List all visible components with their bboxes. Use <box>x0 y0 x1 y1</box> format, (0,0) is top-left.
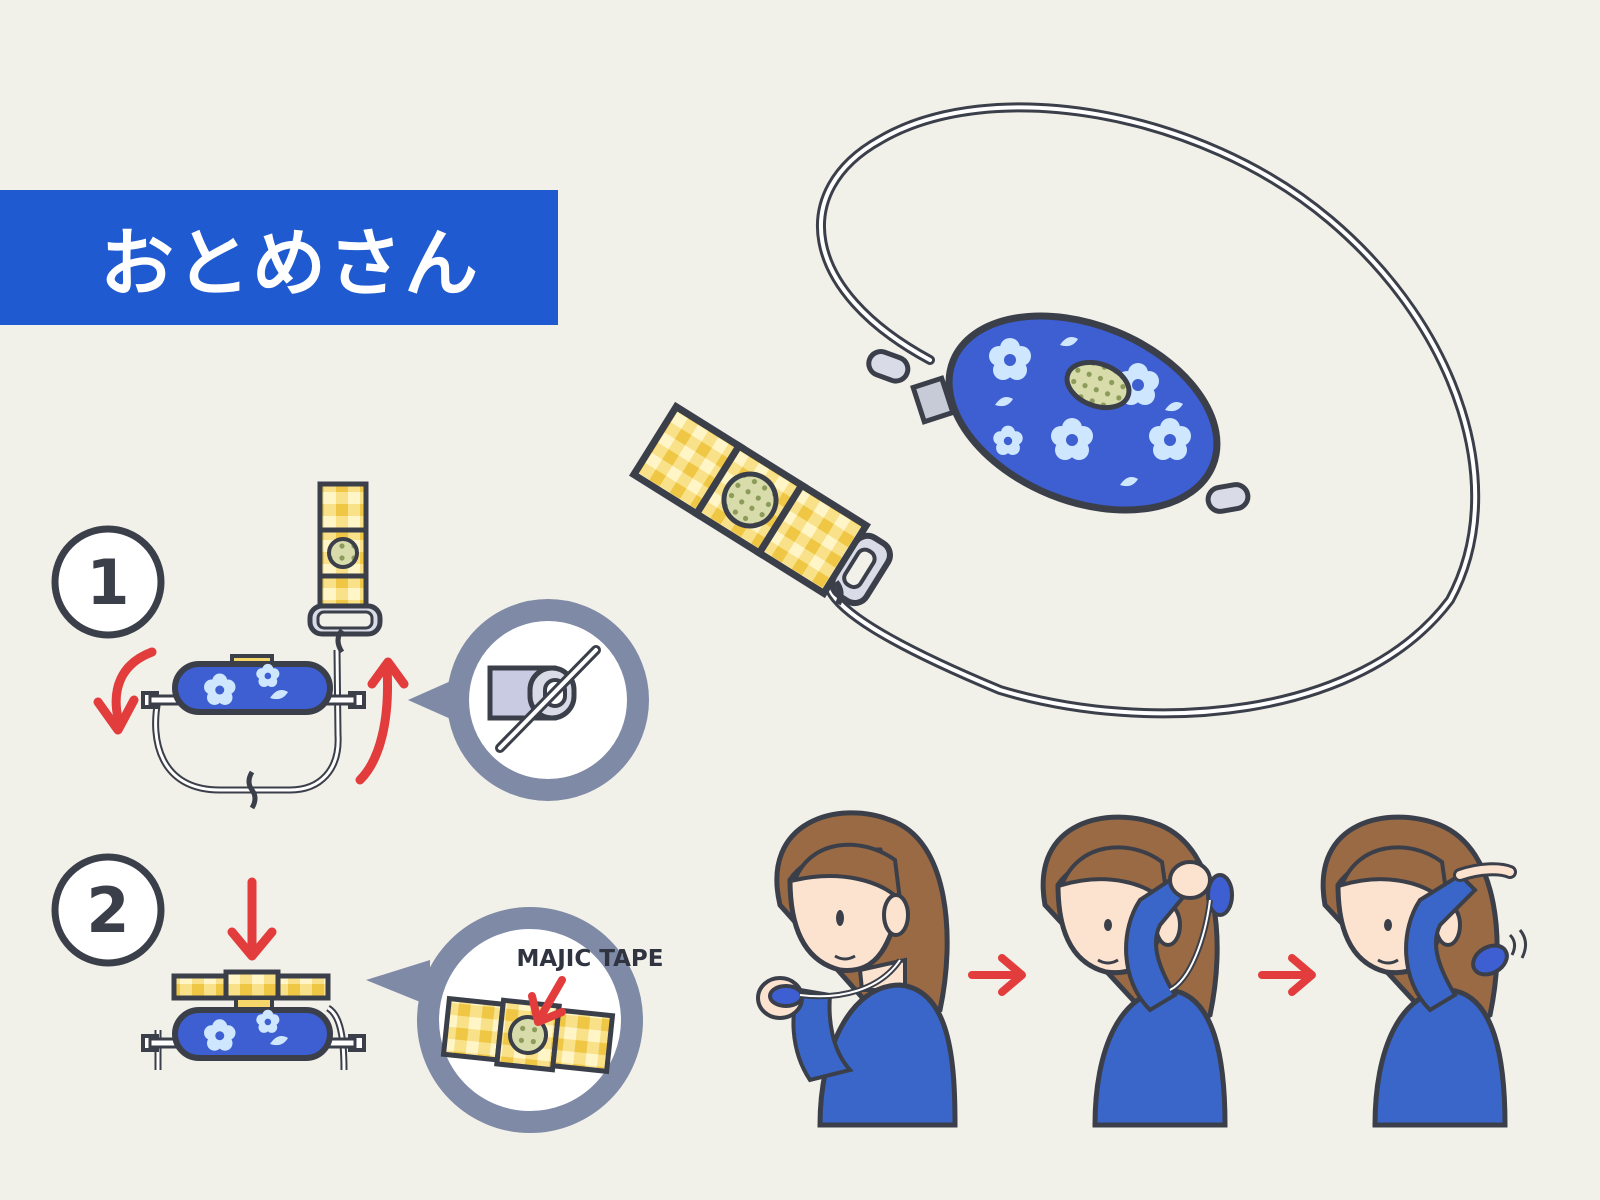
step-1: 1 <box>51 481 649 810</box>
title-banner: おとめさん <box>0 190 558 325</box>
pouch <box>866 312 1251 514</box>
callout-1 <box>408 599 649 801</box>
woman-1 <box>756 810 958 1128</box>
step-2: 2 MAJIC TAPE <box>51 853 664 1133</box>
woman-3 <box>1320 814 1527 1128</box>
red-arrow-left <box>111 647 157 723</box>
woman-2 <box>1040 814 1234 1128</box>
gingham-tab <box>628 401 893 607</box>
step-2-number: 2 <box>86 874 129 947</box>
red-arrow-up <box>355 663 392 785</box>
product-illustration <box>628 102 1481 719</box>
page-title: おとめさん <box>100 221 480 307</box>
usage-sequence <box>756 810 1527 1128</box>
callout-2: MAJIC TAPE <box>366 907 664 1133</box>
majic-tape-label: MAJIC TAPE <box>517 946 664 972</box>
step-1-number: 1 <box>86 546 129 619</box>
